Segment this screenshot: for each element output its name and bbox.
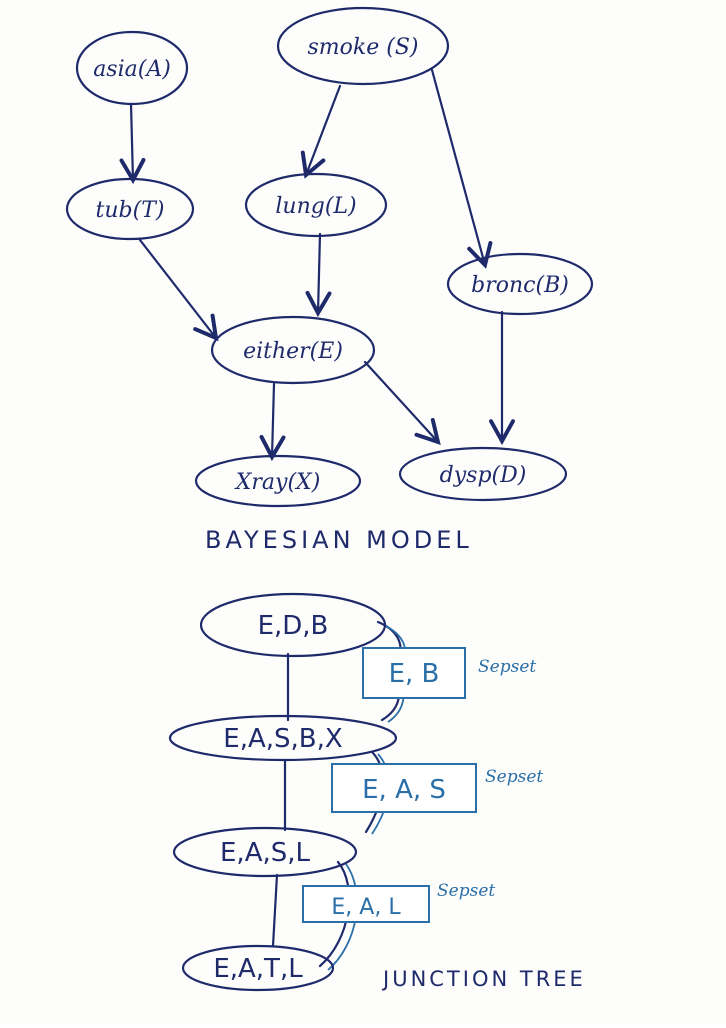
- edge-smoke-bronc: [430, 68, 493, 269]
- edge-smoke-lung: [300, 84, 342, 179]
- clique-2: E,A,S,B,X: [168, 714, 398, 762]
- clique-4-label: E,A,T,L: [213, 954, 303, 984]
- node-xray-label: Xray(X): [234, 470, 321, 495]
- node-dysp-label: dysp(D): [440, 463, 527, 488]
- node-either-label: either(E): [243, 339, 343, 364]
- node-tub-label: tub(T): [96, 198, 165, 223]
- edge-either-dysp: [363, 360, 441, 446]
- node-either: either(E): [210, 315, 376, 385]
- sepset-2: E, A, S Sepset: [331, 763, 543, 813]
- node-bronc: bronc(B): [446, 252, 594, 316]
- sepset-3: E, A, L Sepset: [302, 881, 495, 923]
- clique-3: E,A,S,L: [172, 826, 358, 878]
- clique-3-label: E,A,S,L: [220, 838, 311, 868]
- clique-2-label: E,A,S,B,X: [223, 724, 342, 754]
- node-lung-label: lung(L): [275, 194, 356, 219]
- edge-asia-tub: [119, 102, 146, 185]
- sepset-1: E, B Sepset: [362, 647, 536, 699]
- junction-tree-caption: JUNCTION TREE: [381, 967, 586, 991]
- node-asia: asia(A): [75, 30, 189, 106]
- edge-tub-either: [138, 238, 219, 342]
- node-smoke-label: smoke (S): [308, 35, 419, 60]
- sepset-2-note: Sepset: [485, 767, 543, 787]
- node-bronc-label: bronc(B): [471, 273, 569, 298]
- edge-lung-either: [305, 232, 332, 318]
- bayesian-model-caption: BAYESIAN MODEL: [205, 526, 473, 554]
- jt-edge-3: [271, 873, 279, 948]
- clique-1: E,D,B: [199, 592, 387, 658]
- node-asia-label: asia(A): [93, 57, 171, 82]
- sepset-3-label: E, A, L: [331, 895, 401, 920]
- bayesian-model: asia(A) smoke (S) tub(T) lung(L) bronc(B…: [65, 6, 594, 554]
- sepset-1-note: Sepset: [478, 657, 536, 677]
- node-dysp: dysp(D): [398, 446, 568, 502]
- sepset-1-label: E, B: [389, 659, 440, 689]
- sepset-3-note: Sepset: [437, 881, 495, 901]
- sepset-2-label: E, A, S: [362, 775, 446, 805]
- node-smoke: smoke (S): [276, 6, 450, 86]
- edge-either-xray: [259, 382, 286, 462]
- node-xray: Xray(X): [194, 454, 362, 508]
- node-tub: tub(T): [65, 177, 195, 241]
- clique-4: E,A,T,L: [181, 944, 335, 992]
- clique-1-label: E,D,B: [258, 611, 329, 641]
- node-lung: lung(L): [244, 172, 388, 238]
- junction-tree: E,D,B E,A,S,B,X E,A,S,L E,A,T,L E, B Sep…: [168, 592, 586, 992]
